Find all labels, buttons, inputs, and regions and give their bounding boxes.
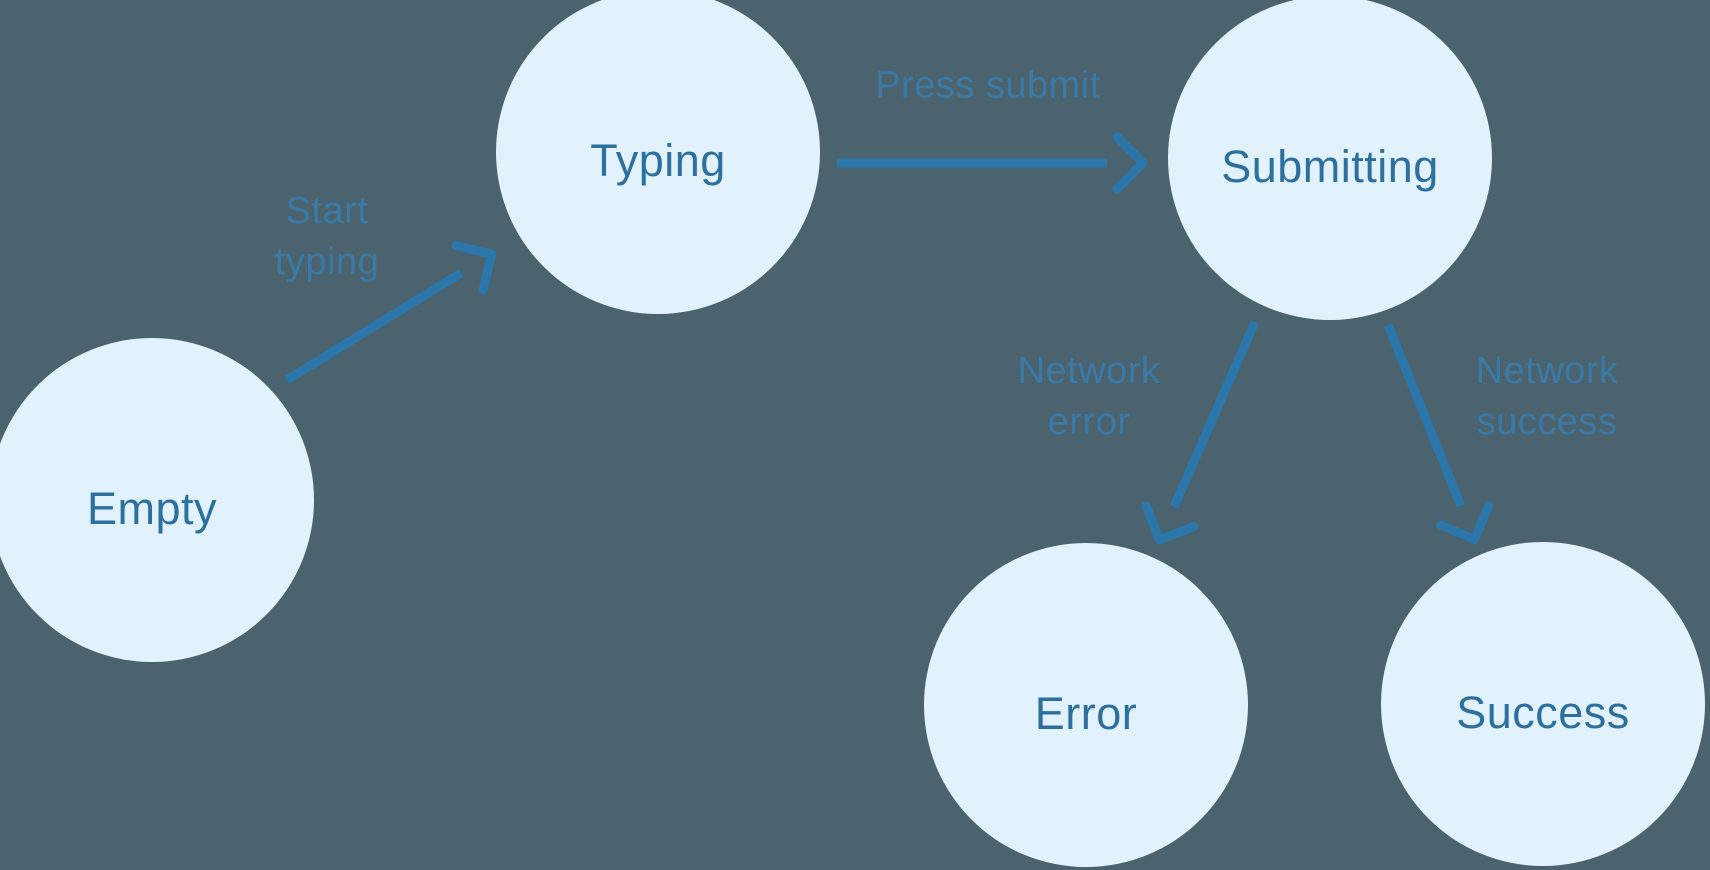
- transition-arrow-start-typing: [284, 241, 497, 384]
- transition-arrow-network-error: [1141, 320, 1260, 545]
- transition-label-network-success: Network success: [1475, 350, 1619, 443]
- state-node-typing: Typing: [496, 0, 820, 314]
- transition-label-start-typing: Start typing: [274, 190, 380, 283]
- state-node-label: Success: [1456, 687, 1630, 738]
- state-node-label: Error: [1034, 688, 1138, 739]
- state-node-label: Empty: [86, 483, 218, 534]
- state-node-submitting: Submitting: [1168, 0, 1492, 320]
- state-node-empty: Empty: [0, 338, 314, 662]
- transition-arrow-network-success: [1383, 323, 1494, 544]
- transition-label-network-error: Network error: [1017, 350, 1161, 443]
- state-node-label: Submitting: [1221, 141, 1439, 192]
- state-node-label: Typing: [590, 135, 726, 186]
- state-node-success: Success: [1381, 542, 1705, 866]
- transition-label-press-submit: Press submit: [875, 64, 1101, 107]
- state-node-error: Error: [924, 543, 1248, 867]
